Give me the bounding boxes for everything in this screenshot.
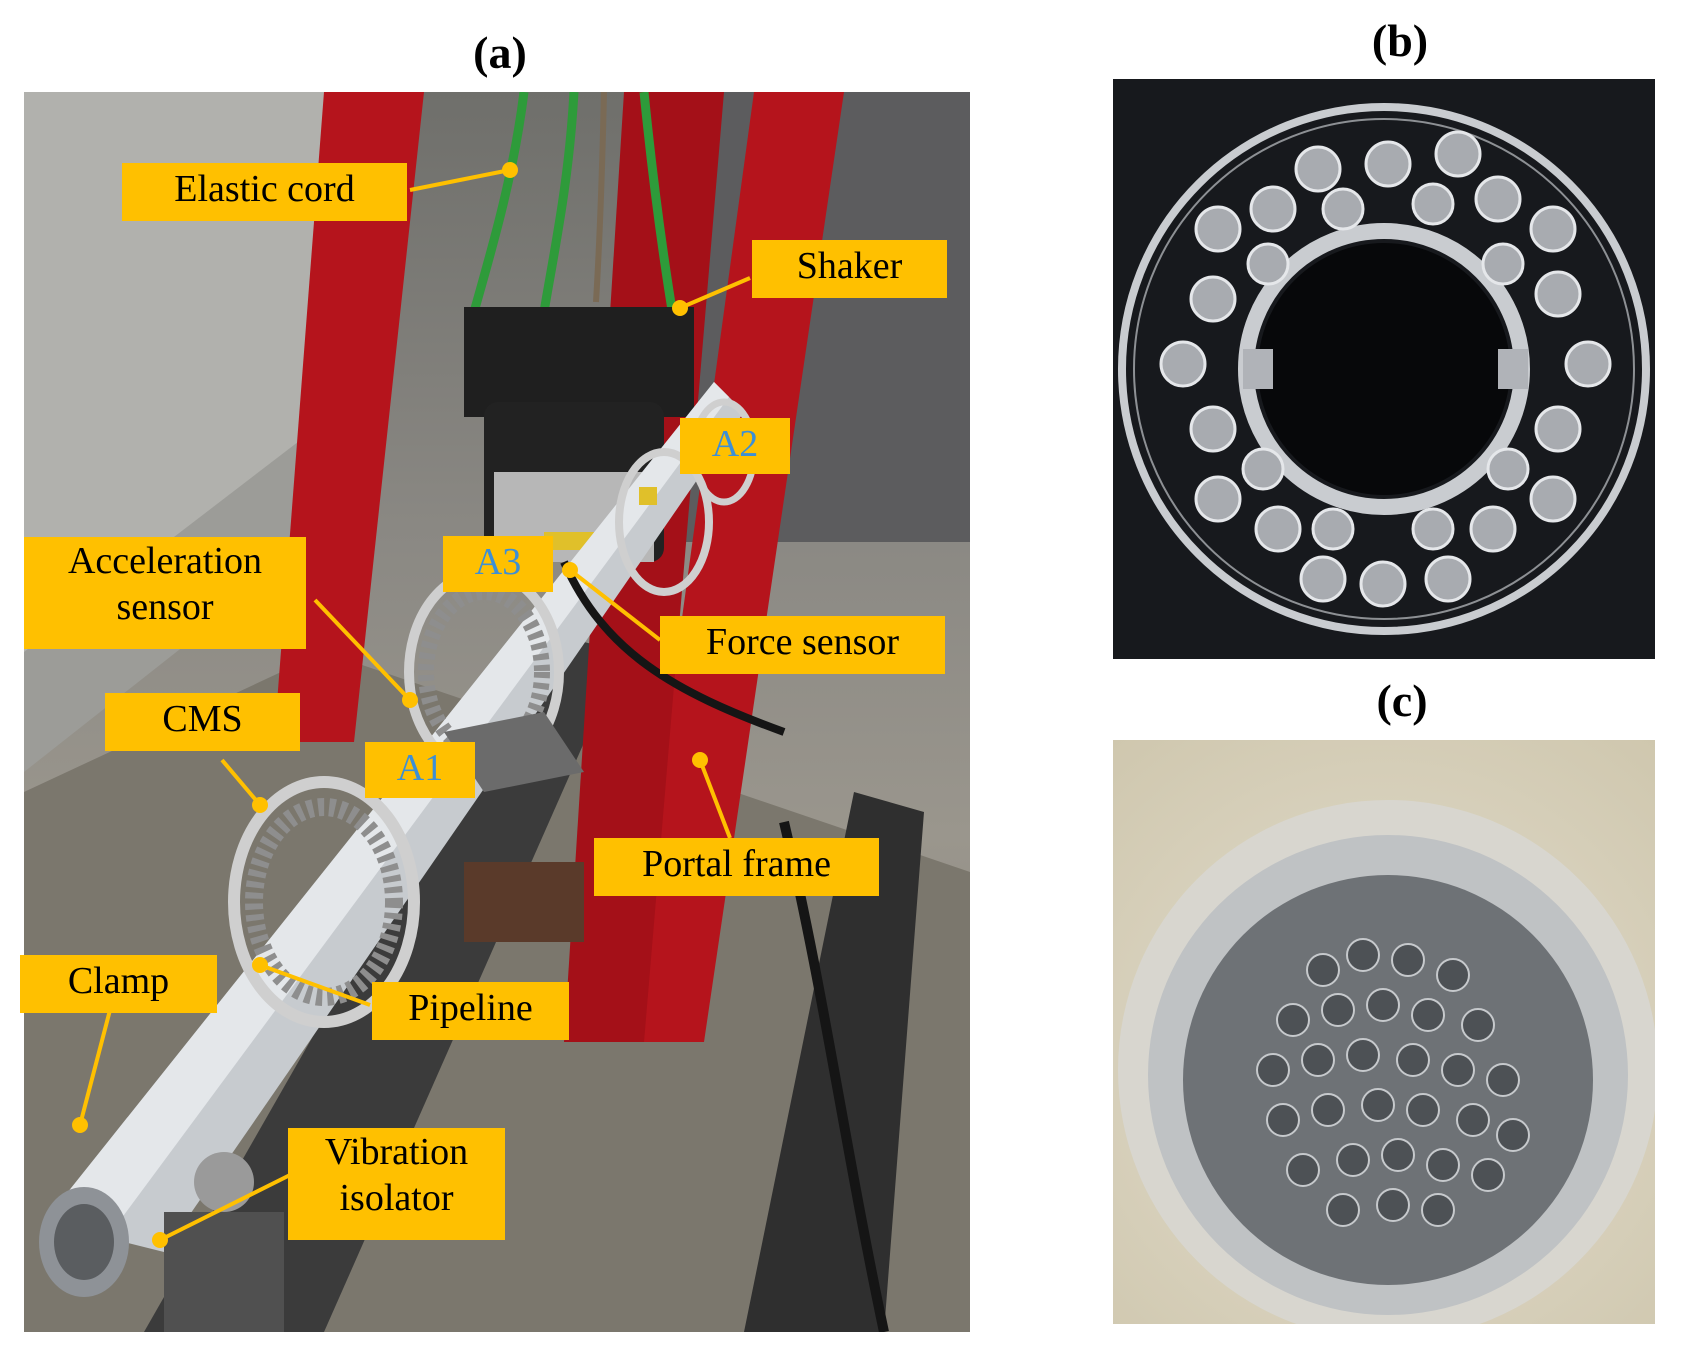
label-acceleration-sensor: Acceleration sensor — [24, 537, 306, 649]
label-vibration-isolator-line2: isolator — [339, 1176, 454, 1219]
label-portal-frame: Portal frame — [594, 838, 879, 896]
setup-photo-drawing — [24, 92, 970, 1332]
cms-ring-drawing — [1118, 103, 1650, 635]
label-clamp: Clamp — [20, 955, 217, 1013]
particles-drawing — [1118, 800, 1655, 1324]
particles-photo — [1113, 740, 1655, 1324]
setup-photo — [24, 92, 970, 1332]
label-vibration-isolator-line1: Vibration — [324, 1131, 469, 1173]
panel-b-title: (b) — [1371, 15, 1429, 66]
label-vibration-isolator: Vibration isolator — [288, 1128, 505, 1240]
label-force-sensor: Force sensor — [660, 616, 945, 674]
label-sensor-a1: A1 — [365, 742, 475, 798]
label-shaker: Shaker — [752, 240, 947, 298]
panel-c-title: (c) — [1376, 675, 1428, 726]
label-acceleration-sensor-line2: sensor — [116, 585, 214, 628]
label-pipeline: Pipeline — [372, 982, 569, 1040]
label-cms: CMS — [105, 693, 300, 751]
panel-a-title: (a) — [473, 27, 527, 78]
label-elastic-cord: Elastic cord — [122, 163, 407, 221]
label-sensor-a3: A3 — [443, 536, 553, 592]
label-acceleration-sensor-line1: Acceleration — [67, 540, 263, 582]
label-sensor-a2: A2 — [680, 418, 790, 474]
cms-ring-photo — [1113, 79, 1655, 659]
